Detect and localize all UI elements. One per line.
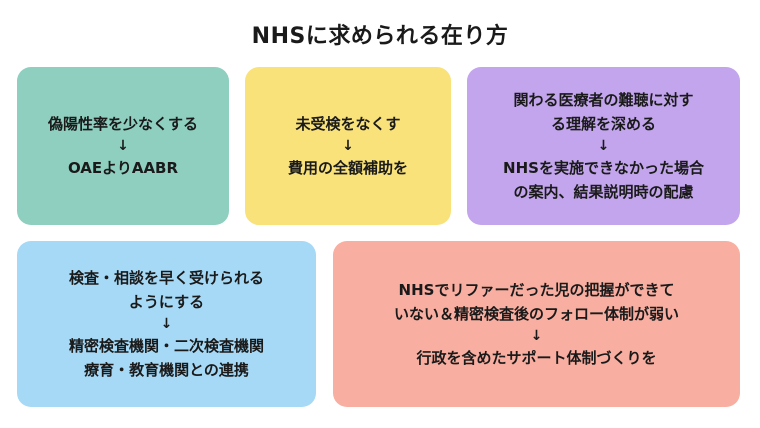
card-solution-line: 行政を含めたサポート体制づくりを bbox=[416, 349, 657, 367]
card-problem-line: ようにする bbox=[128, 293, 205, 311]
card-solution-line: 精密検査機関・二次検査機関 bbox=[68, 337, 264, 355]
card-problem-line: 偽陽性率を少なくする bbox=[47, 115, 198, 133]
down-arrow-icon: ↓ bbox=[160, 316, 173, 332]
down-arrow-icon: ↓ bbox=[530, 328, 543, 344]
card-problem-line: NHSでリファーだった児の把握ができて bbox=[398, 281, 675, 299]
down-arrow-icon: ↓ bbox=[597, 138, 610, 154]
card-problem-line: 未受検をなくす bbox=[295, 115, 401, 133]
card-false-positive: 偽陽性率を少なくする ↓ OAEよりAABR bbox=[17, 67, 229, 225]
card-problem-line: 検査・相談を早く受けられる bbox=[68, 269, 264, 287]
card-medical-understanding: 関わる医療者の難聴に対す る理解を深める ↓ NHSを実施できなかった場合 の案… bbox=[467, 67, 740, 225]
card-follow-up-support: NHSでリファーだった児の把握ができて いない＆精密検査後のフォロー体制が弱い … bbox=[333, 241, 740, 407]
diagram-title: NHSに求められる在り方 bbox=[251, 24, 509, 49]
card-problem-line: 関わる医療者の難聴に対す bbox=[513, 91, 694, 109]
card-problem-line: る理解を深める bbox=[550, 115, 656, 133]
card-problem-line: いない＆精密検査後のフォロー体制が弱い bbox=[393, 305, 679, 323]
card-solution-line: OAEよりAABR bbox=[67, 159, 179, 177]
card-solution-line: の案内、結果説明時の配慮 bbox=[513, 183, 694, 201]
card-early-consultation: 検査・相談を早く受けられる ようにする ↓ 精密検査機関・二次検査機関 療育・教… bbox=[17, 241, 316, 407]
card-solution-line: NHSを実施できなかった場合 bbox=[503, 159, 704, 177]
card-solution-line: 費用の全額補助を bbox=[287, 159, 408, 177]
down-arrow-icon: ↓ bbox=[117, 138, 129, 154]
card-solution-line: 療育・教育機関との連携 bbox=[84, 361, 249, 379]
card-unscreened: 未受検をなくす ↓ 費用の全額補助を bbox=[245, 67, 451, 225]
down-arrow-icon: ↓ bbox=[342, 138, 354, 154]
